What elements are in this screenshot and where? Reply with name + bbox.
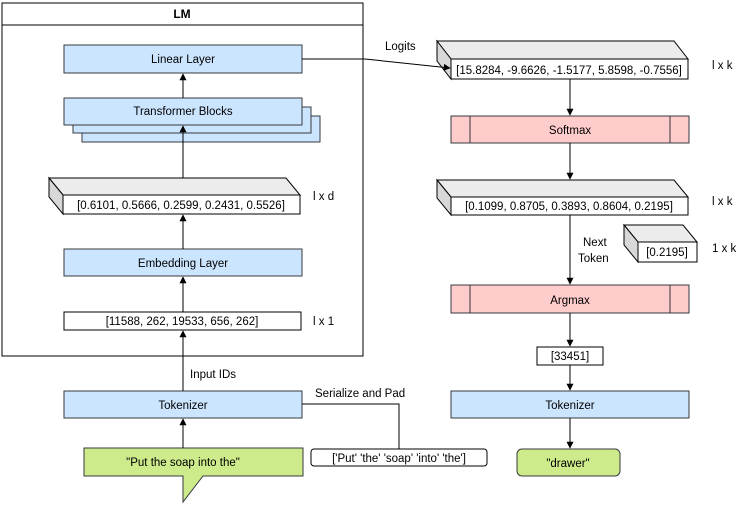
argmax-block: Argmax [450, 284, 690, 314]
logits-dim: l x k [712, 60, 733, 72]
lm-panel-title: LM [173, 7, 190, 21]
right-tokenizer-block: Tokenizer [450, 390, 690, 419]
output-text: "drawer" [546, 458, 589, 470]
line-tokenizer-to-tokens [302, 403, 400, 449]
embedding-layer-label: Embedding Layer [138, 258, 228, 270]
linear-layer-label: Linear Layer [151, 54, 215, 66]
logits-label: Logits [385, 41, 416, 53]
logits-values: [15.8284, -9.6626, -1.5177, 5.8598, -0.7… [456, 65, 682, 77]
token-id-box: [33451] [536, 346, 604, 366]
probability-dim: l x k [712, 196, 733, 208]
left-tokenizer-block: Tokenizer [63, 390, 303, 419]
embedding-layer-block: Embedding Layer [63, 248, 303, 277]
softmax-label: Softmax [549, 125, 591, 137]
hidden-state-vector: [0.6101, 0.5666, 0.2599, 0.2431, 0.5526] [47, 176, 302, 216]
right-tokenizer-label: Tokenizer [545, 400, 594, 412]
softmax-block: Softmax [450, 115, 690, 144]
probability-values: [0.1099, 0.8705, 0.3893, 0.8604, 0.2195] [465, 201, 673, 213]
input-ids-dim: l x 1 [313, 316, 334, 328]
input-ids-values: [11588, 262, 19533, 656, 262] [106, 316, 259, 328]
tokens-text: ['Put' 'the' 'soap' 'into' 'the'] [332, 453, 466, 465]
serialize-label: Serialize and Pad [315, 388, 405, 400]
argmax-label: Argmax [550, 295, 590, 307]
prompt-bubble: "Put the soap into the" [83, 447, 304, 504]
transformer-blocks: Transformer Blocks [63, 97, 321, 143]
input-ids-vector: [11588, 262, 19533, 656, 262] [63, 311, 302, 331]
arrow-linear-to-logits [302, 58, 451, 71]
output-box: "drawer" [516, 448, 621, 477]
next-token-value: [0.2195] [646, 247, 688, 259]
tokens-box: ['Put' 'the' 'soap' 'into' 'the'] [310, 448, 488, 467]
connectors [179, 58, 574, 449]
next-token-dim: 1 x k [712, 243, 737, 255]
left-tokenizer-label: Tokenizer [158, 400, 207, 412]
next-token-label-line1: Next [583, 237, 607, 249]
next-token-label-line2: Token [578, 253, 609, 265]
hidden-state-dim: l x d [313, 191, 334, 203]
next-token-vector: [0.2195] [622, 223, 699, 264]
logits-vector: [15.8284, -9.6626, -1.5177, 5.8598, -0.7… [435, 39, 690, 81]
prompt-text: "Put the soap into the" [126, 457, 240, 469]
probability-vector: [0.1099, 0.8705, 0.3893, 0.8604, 0.2195] [435, 178, 690, 217]
hidden-state-values: [0.6101, 0.5666, 0.2599, 0.2431, 0.5526] [77, 200, 285, 212]
transformer-blocks-label: Transformer Blocks [133, 106, 233, 118]
linear-layer-block: Linear Layer [63, 44, 303, 74]
input-ids-label: Input IDs [190, 369, 236, 381]
token-id-value: [33451] [551, 351, 589, 363]
